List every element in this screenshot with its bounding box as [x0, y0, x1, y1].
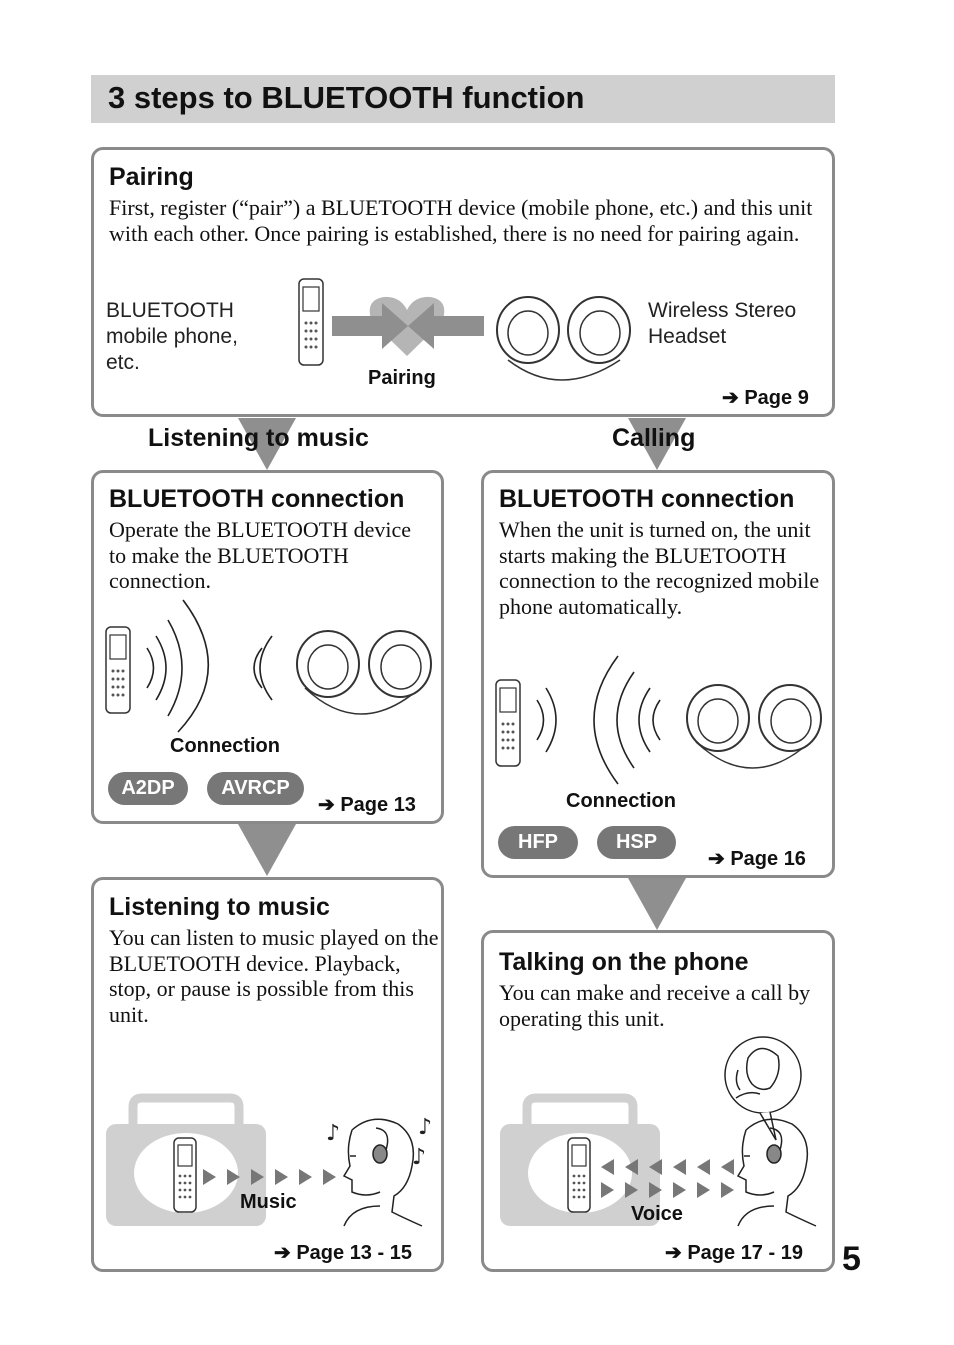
headset-icon [686, 684, 822, 769]
arrow-icon: ➔ [665, 1242, 688, 1264]
signal-waves-icon [536, 655, 661, 785]
down-arrow-icon [238, 824, 296, 876]
call-connection-caption: Connection [566, 790, 676, 812]
profile-badge-avrcp: AVRCP [207, 772, 304, 805]
call-connection-page-ref[interactable]: ➔ Page 16 [708, 848, 806, 870]
listener-icon [736, 1118, 817, 1227]
branch-label-calling: Calling [612, 424, 696, 452]
mobile-phone-icon [495, 679, 521, 767]
receive-triangles-icon [601, 1159, 734, 1175]
mobile-phone-icon [173, 1137, 197, 1213]
arrow-left-icon [408, 303, 484, 349]
listening-body: You can listen to music played on the BL… [109, 925, 439, 1027]
music-note-icon: ♪ ♪ ♪ [326, 1115, 432, 1170]
pairing-heading: Pairing [109, 163, 194, 191]
talking-body: You can make and receive a call by opera… [499, 980, 811, 1031]
call-connection-body: When the unit is turned on, the unit sta… [499, 517, 820, 619]
music-connection-caption: Connection [170, 735, 280, 757]
page-title: 3 steps to BLUETOOTH function [108, 80, 585, 115]
headset-icon [496, 296, 631, 381]
headset-icon [296, 630, 432, 715]
svg-text:♪: ♪ [418, 1115, 432, 1140]
talking-page-ref[interactable]: ➔ Page 17 - 19 [665, 1242, 803, 1264]
listening-heading: Listening to music [109, 893, 330, 921]
arrow-icon: ➔ [708, 848, 731, 870]
pairing-page-ref[interactable]: ➔ Page 9 [722, 387, 809, 409]
down-arrow-icon [628, 878, 686, 930]
mobile-phone-icon [105, 626, 131, 714]
music-connection-page-ref[interactable]: ➔ Page 13 [318, 794, 416, 816]
device-label: BLUETOOTH mobile phone, etc. [106, 299, 238, 374]
play-triangles-icon [203, 1169, 336, 1185]
talking-caption: Voice [631, 1203, 683, 1225]
music-connection-heading: BLUETOOTH connection [109, 485, 405, 513]
signal-waves-icon [146, 599, 273, 733]
pairing-body: First, register (“pair”) a BLUETOOTH dev… [109, 195, 813, 246]
svg-text:♪: ♪ [412, 1145, 426, 1170]
arrow-icon: ➔ [318, 794, 341, 816]
caller-bubble-icon [724, 1036, 802, 1141]
listening-caption: Music [240, 1191, 297, 1213]
arrow-right-icon [332, 303, 408, 349]
svg-text:♪: ♪ [326, 1121, 340, 1146]
down-arrow-icon [238, 418, 296, 470]
music-connection-body: Operate the BLUETOOTH device to make the… [109, 517, 411, 593]
page-number: 5 [842, 1240, 861, 1278]
talking-heading: Talking on the phone [499, 948, 749, 976]
arrow-icon: ➔ [274, 1242, 297, 1264]
headset-label: Wireless Stereo Headset [648, 299, 797, 348]
down-arrow-icon [628, 418, 686, 470]
arrow-icon: ➔ [722, 387, 745, 409]
profile-badge-hsp: HSP [597, 826, 676, 859]
mobile-phone-icon [298, 278, 324, 366]
listening-page-ref[interactable]: ➔ Page 13 - 15 [274, 1242, 412, 1264]
title-banner [91, 75, 835, 123]
call-connection-box [481, 470, 835, 878]
listener-icon [342, 1118, 423, 1227]
branch-label-music: Listening to music [148, 424, 369, 452]
pairing-box [91, 147, 835, 417]
mobile-phone-icon [567, 1137, 591, 1213]
pairing-caption: Pairing [368, 367, 436, 389]
send-triangles-icon [601, 1182, 734, 1198]
profile-badge-a2dp: A2DP [108, 772, 188, 805]
profile-badge-hfp: HFP [498, 826, 578, 859]
call-connection-heading: BLUETOOTH connection [499, 485, 795, 513]
